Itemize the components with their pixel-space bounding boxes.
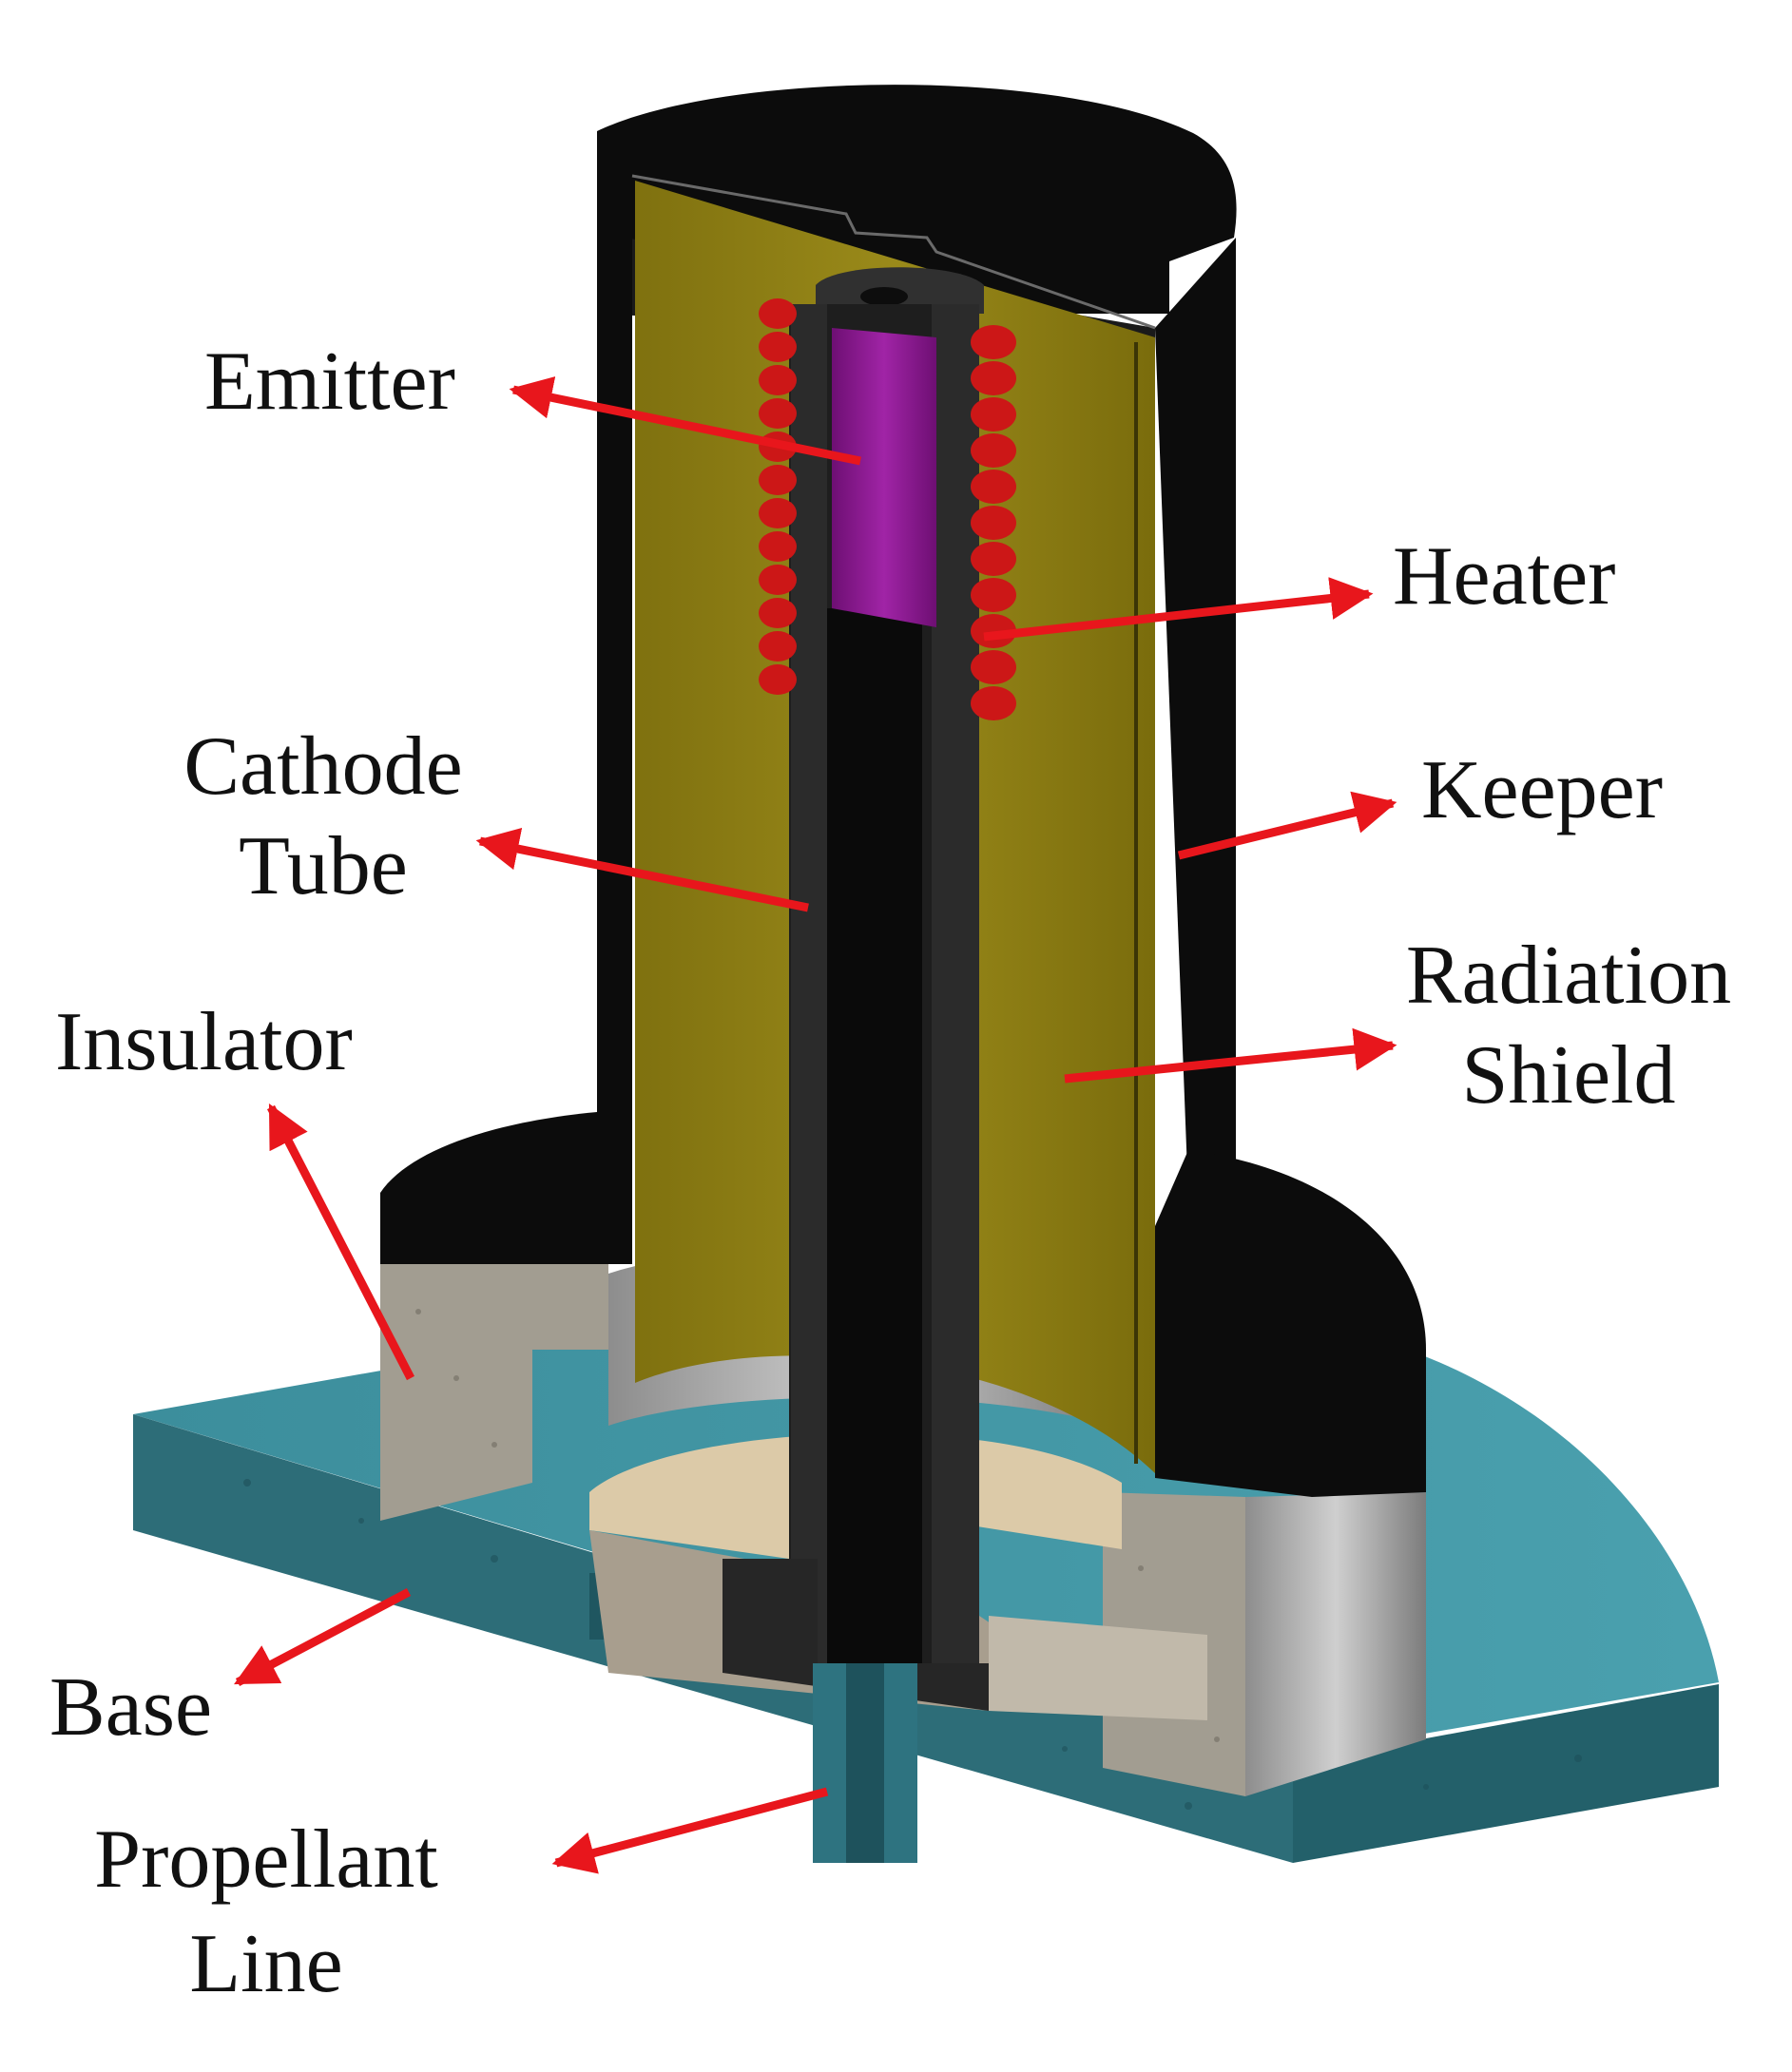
emitter-arrow <box>509 376 861 466</box>
insulator-left-block <box>380 1245 608 1521</box>
base-side-face <box>1293 1684 1719 1863</box>
insulator-outer-ring <box>1245 1492 1426 1796</box>
keeper-left-wall <box>597 143 632 1264</box>
keeper-lower-flange <box>380 1112 597 1264</box>
heater-right-coils <box>971 325 1016 720</box>
cathode-tube-wall-right <box>932 304 979 1673</box>
ceramic-right-front <box>989 1616 1207 1720</box>
radiation-shield-arrow <box>1064 1027 1397 1084</box>
keeper-lower-flange-right <box>1155 1150 1426 1497</box>
keeper-cap-inner-edge <box>631 174 1156 330</box>
cathode-tube-wall-left <box>791 304 827 1673</box>
propellant-line-bore <box>846 1663 884 1863</box>
base-arrow <box>234 1588 412 1686</box>
cathode-tube-flange <box>723 1559 989 1711</box>
insulator-label: Insulator <box>55 996 353 1088</box>
propellant-line-label-line1: Propellant <box>94 1813 438 1906</box>
base-label: Base <box>49 1661 212 1754</box>
heater <box>759 298 1016 720</box>
keeper-right-wall <box>1155 238 1236 1198</box>
propellant-line-arrow <box>551 1787 829 1874</box>
radiation-shield-label-line2: Shield <box>1462 1029 1676 1122</box>
heater-left-coils <box>759 298 797 695</box>
insulator-arrow <box>267 1103 414 1381</box>
propellant-line-label-line2: Line <box>189 1918 342 2010</box>
radiation-shield-label-line1: Radiation <box>1406 930 1731 1022</box>
heater-label: Heater <box>1393 530 1615 623</box>
propellant-line <box>813 1663 917 1863</box>
cathode-tube-orifice <box>860 287 908 306</box>
emitter <box>832 328 936 627</box>
cathode-tube-label-line1: Cathode <box>183 720 462 813</box>
heater-arrow <box>983 577 1374 642</box>
keeper-label: Keeper <box>1421 744 1663 836</box>
emitter-label: Emitter <box>204 336 455 428</box>
cathode-tube-arrow <box>475 828 809 912</box>
callout-arrows <box>234 376 1397 1874</box>
labels: Emitter Heater Cathode Tube Keeper Radia… <box>49 336 1731 2010</box>
cathode-tube-label-line2: Tube <box>239 820 408 912</box>
keeper-arrow <box>1177 791 1397 860</box>
cathode-tube-bore <box>827 608 922 1673</box>
